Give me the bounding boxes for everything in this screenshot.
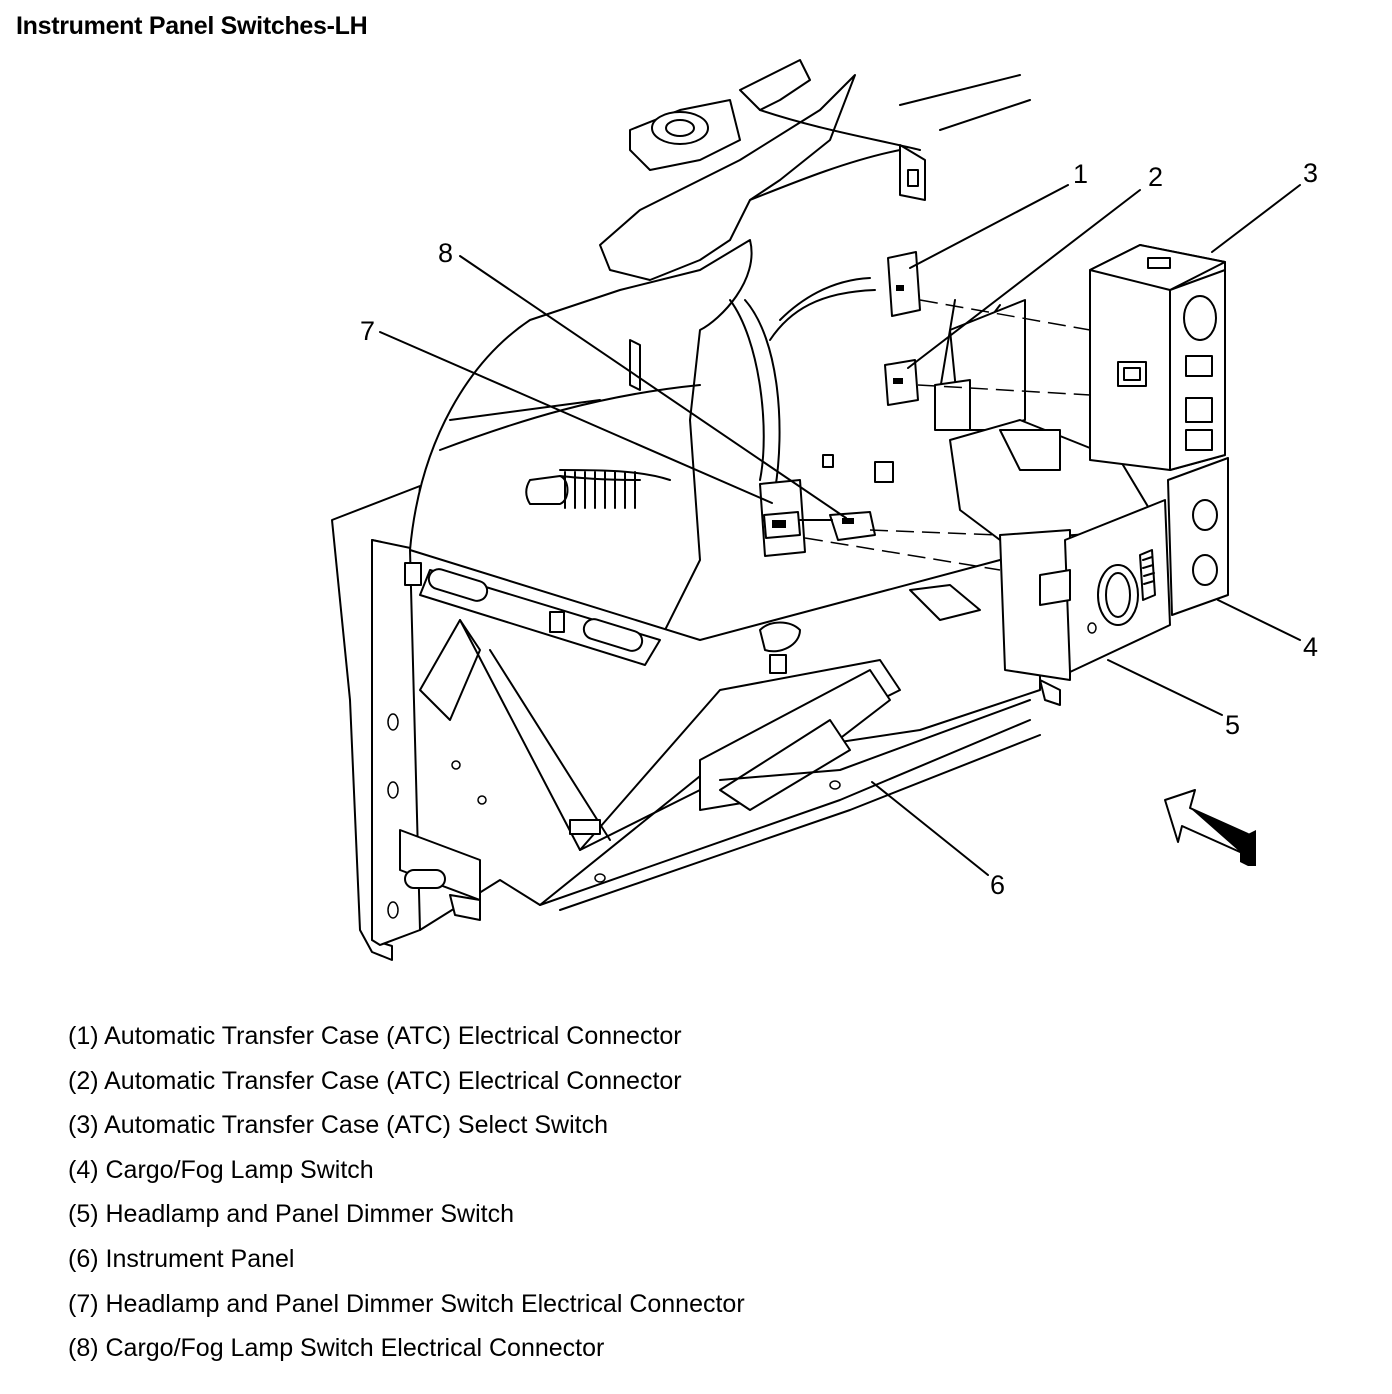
instrument-panel-carrier — [331, 59, 1151, 961]
callout-3: 3 — [1303, 158, 1318, 188]
instrument-panel-diagram: 1 2 3 4 5 6 7 8 — [331, 59, 1318, 961]
atc-connector-2 — [884, 359, 919, 406]
legend-item: (2) Automatic Transfer Case (ATC) Electr… — [68, 1066, 682, 1095]
callout-6: 6 — [990, 870, 1005, 900]
dimmer-switch-connector-7 — [759, 479, 806, 557]
legend-item: (5) Headlamp and Panel Dimmer Switch — [68, 1200, 515, 1229]
atc-select-switch — [1089, 244, 1226, 471]
legend-item: (4) Cargo/Fog Lamp Switch — [68, 1155, 374, 1184]
atc-connector-1 — [887, 251, 921, 317]
callout-1: 1 — [1073, 159, 1088, 189]
legend-item: (1) Automatic Transfer Case (ATC) Electr… — [68, 1022, 682, 1050]
cargo-fog-lamp-switch — [1167, 457, 1229, 616]
callout-2: 2 — [1148, 162, 1163, 192]
legend-item: (8) Cargo/Fog Lamp Switch Electrical Con… — [68, 1334, 605, 1363]
legend-item: (7) Headlamp and Panel Dimmer Switch Ele… — [68, 1289, 745, 1318]
headlamp-dimmer-switch — [999, 499, 1171, 706]
callout-5: 5 — [1225, 710, 1240, 740]
legend-item: (3) Automatic Transfer Case (ATC) Select… — [68, 1111, 608, 1140]
component-legend: (1) Automatic Transfer Case (ATC) Electr… — [68, 1016, 745, 1373]
callout-7: 7 — [360, 316, 375, 346]
view-direction-arrow-icon — [1164, 789, 1256, 866]
callout-8: 8 — [438, 238, 453, 268]
callout-4: 4 — [1303, 632, 1318, 662]
fog-lamp-connector-8 — [829, 511, 876, 541]
leader-lines — [379, 184, 1301, 876]
diagram-title: Instrument Panel Switches-LH — [16, 12, 368, 40]
legend-item: (6) Instrument Panel — [68, 1244, 295, 1273]
